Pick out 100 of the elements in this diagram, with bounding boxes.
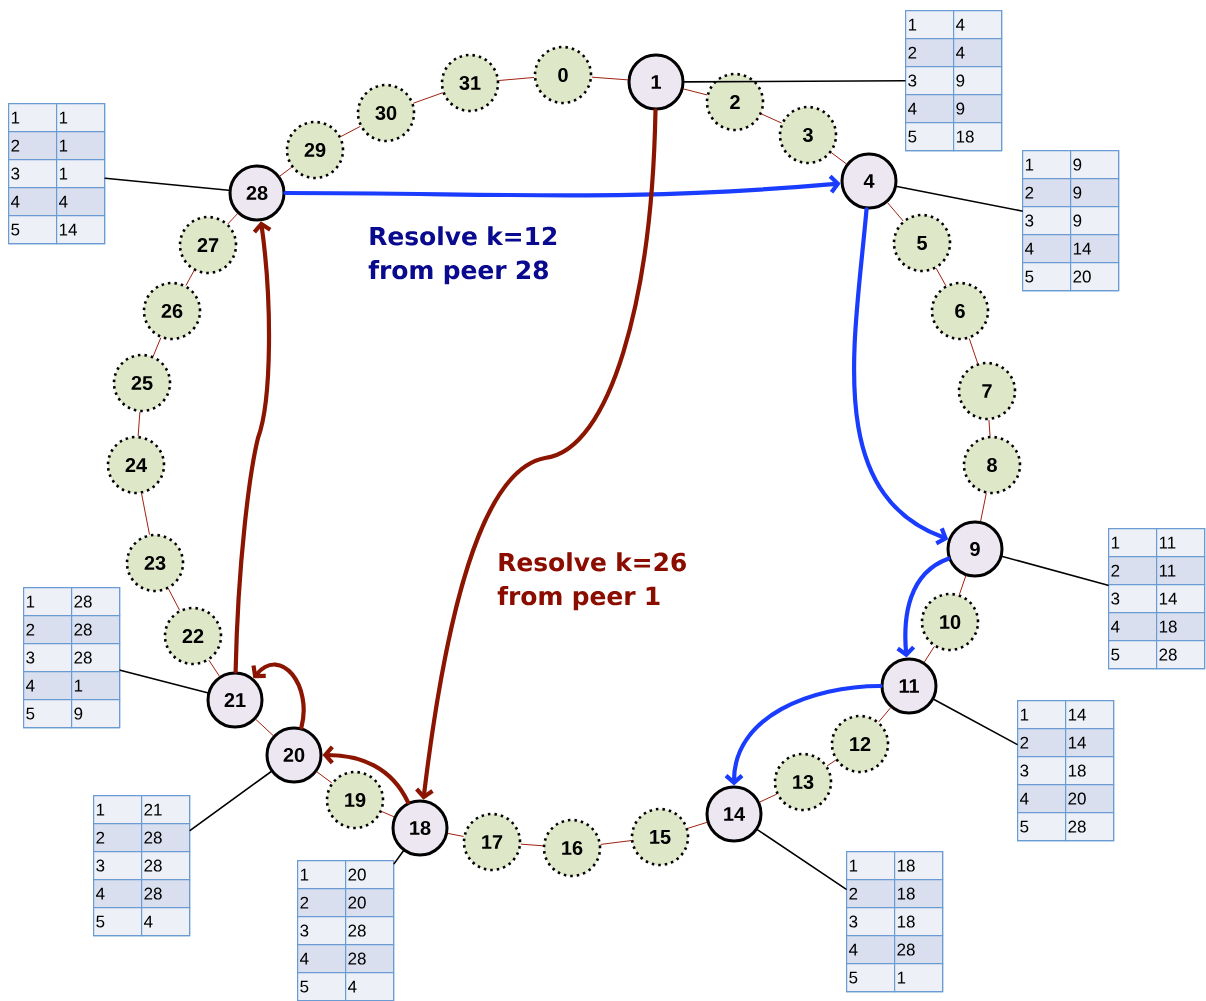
table-cell: 4 xyxy=(953,38,1003,68)
table-cell: 28 xyxy=(141,879,191,909)
ring-segment xyxy=(968,338,979,364)
table-cell: 28 xyxy=(1065,812,1115,842)
table-cell: 3 xyxy=(905,66,955,96)
table-cell: 28 xyxy=(141,851,191,881)
table-cell: 4 xyxy=(1108,612,1158,642)
leader-line xyxy=(1001,555,1109,587)
ring-position: 8 xyxy=(962,435,1022,495)
finger-table xyxy=(905,10,1003,152)
ring-position: 17 xyxy=(462,812,522,872)
arrow xyxy=(233,221,272,674)
table-cell: 9 xyxy=(71,699,121,729)
ring-segment xyxy=(687,821,708,829)
table-cell: 28 xyxy=(1156,640,1206,670)
arrow xyxy=(896,556,951,658)
finger-table xyxy=(1108,528,1206,670)
table-cell: 4 xyxy=(1017,784,1067,814)
ring-position: 23 xyxy=(125,533,185,593)
table-cell: 1 xyxy=(93,795,143,825)
ring-segment xyxy=(208,660,220,677)
ring-position: 16 xyxy=(542,818,602,878)
ring-segment xyxy=(185,270,195,286)
table-cell: 9 xyxy=(1070,178,1120,208)
ring-position: 27 xyxy=(178,215,238,275)
ring-position: 24 xyxy=(106,435,166,495)
leader-line xyxy=(896,185,1023,212)
ring-segment xyxy=(591,76,629,81)
finger-table xyxy=(93,795,191,937)
peer-node: 1 xyxy=(627,53,685,111)
table-cell: 2 xyxy=(1108,556,1158,586)
ring-position: 7 xyxy=(957,361,1017,421)
ring-segment xyxy=(316,771,332,784)
leader-line xyxy=(189,770,272,832)
ring-segment xyxy=(923,646,935,663)
table-cell: 1 xyxy=(894,963,944,993)
table-cell: 5 xyxy=(23,699,73,729)
ring-segment xyxy=(935,268,947,286)
table-cell: 3 xyxy=(1022,206,1072,236)
table-cell: 28 xyxy=(141,823,191,853)
table-cell: 2 xyxy=(297,888,347,918)
table-cell: 28 xyxy=(71,615,121,645)
table-cell: 20 xyxy=(1065,784,1115,814)
table-cell: 5 xyxy=(8,215,58,245)
table-cell: 1 xyxy=(8,103,58,133)
ring-segment xyxy=(520,843,544,847)
table-cell: 5 xyxy=(297,972,347,1001)
peer-node: 11 xyxy=(880,657,938,715)
table-cell: 3 xyxy=(846,907,896,937)
peer-node: 14 xyxy=(705,785,763,843)
ring-segment xyxy=(255,718,274,737)
ring-segment xyxy=(227,213,238,225)
arrow xyxy=(852,207,949,546)
table-cell: 28 xyxy=(894,935,944,965)
arrow xyxy=(724,683,883,786)
leader-line xyxy=(683,80,906,83)
table-cell: 4 xyxy=(1022,234,1072,264)
ring-position: 0 xyxy=(533,45,593,105)
table-cell: 20 xyxy=(1070,262,1120,292)
peer-node: 20 xyxy=(265,726,323,784)
table-cell: 2 xyxy=(8,131,58,161)
table-cell: 2 xyxy=(1022,178,1072,208)
table-cell: 18 xyxy=(894,851,944,881)
peer-node: 21 xyxy=(206,671,264,729)
table-cell: 1 xyxy=(297,860,347,890)
ring-segment xyxy=(152,337,162,357)
table-cell: 9 xyxy=(953,94,1003,124)
table-cell: 28 xyxy=(71,643,121,673)
ring-position: 26 xyxy=(142,281,202,341)
table-cell: 5 xyxy=(93,907,143,937)
finger-table xyxy=(1017,700,1115,842)
table-cell: 1 xyxy=(23,587,73,617)
ring-segment xyxy=(959,575,967,595)
table-cell: 4 xyxy=(141,907,191,937)
table-cell: 1 xyxy=(71,671,121,701)
table-cell: 1 xyxy=(1022,150,1072,180)
table-cell: 20 xyxy=(345,860,395,890)
table-cell: 5 xyxy=(1022,262,1072,292)
table-cell: 1 xyxy=(1017,700,1067,730)
arrow xyxy=(415,108,658,800)
table-cell: 1 xyxy=(56,131,106,161)
table-cell: 18 xyxy=(953,122,1003,152)
table-cell: 5 xyxy=(1108,640,1158,670)
ring-position: 12 xyxy=(830,714,890,774)
finger-table xyxy=(1022,150,1120,292)
table-cell: 5 xyxy=(905,122,955,152)
table-cell: 4 xyxy=(297,944,347,974)
table-cell: 9 xyxy=(1070,150,1120,180)
arrow xyxy=(322,745,411,805)
table-cell: 11 xyxy=(1156,528,1206,558)
table-cell: 1 xyxy=(846,851,896,881)
table-cell: 3 xyxy=(8,159,58,189)
table-cell: 9 xyxy=(1070,206,1120,236)
finger-table xyxy=(297,860,395,1001)
ring-position: 31 xyxy=(440,53,500,113)
peer-node: 4 xyxy=(840,152,898,210)
table-cell: 14 xyxy=(56,215,106,245)
table-cell: 2 xyxy=(93,823,143,853)
ring-segment xyxy=(759,793,777,803)
table-cell: 28 xyxy=(71,587,121,617)
